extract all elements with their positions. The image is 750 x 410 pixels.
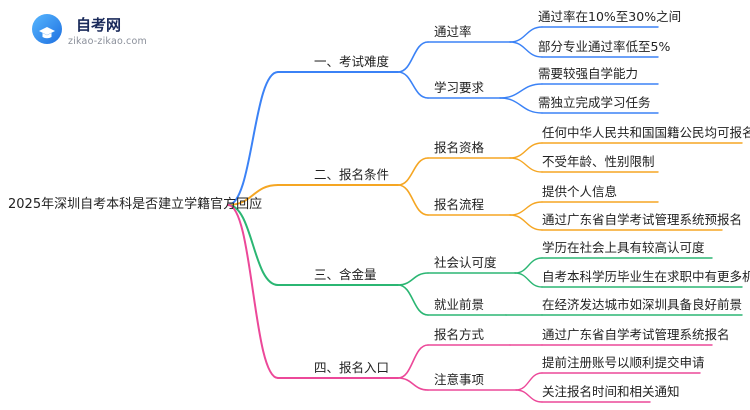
branch-1-child-1-label: 通过率 bbox=[434, 24, 472, 39]
branch-1-child-1-leaf-2: 部分专业通过率低至5% bbox=[538, 39, 671, 54]
branch-4-label: 四、报名入口 bbox=[314, 360, 390, 375]
branch-1-child-1-leaf-1: 通过率在10%至30%之间 bbox=[538, 9, 682, 24]
connector-branch-3-child-2 bbox=[397, 284, 429, 316]
branch-1-child-2-leaf-2: 需独立完成学习任务 bbox=[538, 95, 651, 110]
branch-2-child-1-leaf-1: 任何中华人民共和国国籍公民均可报名 bbox=[542, 125, 750, 140]
connector-root-branch-1 bbox=[227, 71, 279, 206]
site-logo: 自考网 zikao-zikao.com bbox=[32, 10, 192, 54]
connector-branch-2-child-1 bbox=[397, 157, 429, 186]
connector-branch-3-child-1-leaf-2 bbox=[514, 272, 543, 288]
connector-branch-1-child-1-leaf-2 bbox=[509, 41, 543, 58]
connector-branch-2-child-2 bbox=[397, 184, 429, 216]
branch-3-label: 三、含金量 bbox=[314, 267, 377, 282]
branch-3-child-2-leaf-1: 在经济发达城市如深圳具备良好前景 bbox=[542, 297, 743, 312]
branch-3-child-1-label: 社会认可度 bbox=[434, 255, 497, 270]
branch-3-child-2-label: 就业前景 bbox=[434, 297, 485, 312]
branch-3-child-1-leaf-2: 自考本科学历毕业生在求职中有更多机会 bbox=[542, 269, 750, 284]
connector-root-branch-3 bbox=[227, 204, 279, 286]
connector-branch-4-child-2 bbox=[397, 377, 429, 391]
branch-2-child-1-leaf-2: 不受年龄、性别限制 bbox=[542, 154, 655, 169]
connector-root-branch-2 bbox=[227, 184, 279, 206]
connector-branch-2-child-1-leaf-2 bbox=[509, 157, 543, 173]
connector-branch-2-child-2-leaf-2 bbox=[509, 214, 543, 231]
branch-2-child-1-label: 报名资格 bbox=[434, 140, 485, 155]
branch-2-child-2-leaf-2: 通过广东省自学考试管理系统预报名 bbox=[542, 212, 743, 227]
branch-1-label: 一、考试难度 bbox=[314, 54, 390, 69]
branch-4-child-2-label: 注意事项 bbox=[434, 372, 485, 387]
branch-3-child-1-leaf-1: 学历在社会上具有较高认可度 bbox=[542, 240, 705, 255]
root-node: 2025年深圳自考本科是否建立学籍官方回应 bbox=[8, 197, 263, 212]
connector-branch-4-child-1 bbox=[397, 344, 429, 379]
branch-4-child-1-label: 报名方式 bbox=[434, 327, 485, 342]
branch-1-child-2-label: 学习要求 bbox=[434, 80, 485, 95]
connector-branch-1-child-2 bbox=[397, 71, 429, 99]
graduation-cap-icon bbox=[32, 14, 62, 44]
logo-url: zikao-zikao.com bbox=[68, 36, 147, 47]
connector-branch-3-child-1 bbox=[397, 272, 429, 286]
connector-branch-1-child-1-leaf-1 bbox=[509, 26, 543, 43]
branch-2-label: 二、报名条件 bbox=[314, 167, 390, 182]
connector-branch-4-child-2-leaf-2 bbox=[515, 389, 543, 403]
logo-title: 自考网 bbox=[76, 16, 122, 34]
connector-branch-1-child-1 bbox=[397, 41, 429, 73]
branch-2-child-2-leaf-1: 提供个人信息 bbox=[542, 184, 618, 199]
branch-4-child-2-leaf-2: 关注报名时间和相关通知 bbox=[542, 384, 680, 399]
connector-branch-4-child-2-leaf-1 bbox=[515, 372, 543, 391]
branch-1-child-2-leaf-1: 需要较强自学能力 bbox=[538, 66, 639, 81]
connector-branch-1-child-2-leaf-2 bbox=[499, 97, 543, 114]
branch-4-child-2-leaf-1: 提前注册账号以顺利提交申请 bbox=[542, 355, 705, 370]
branch-4-child-1-leaf-1: 通过广东省自学考试管理系统报名 bbox=[542, 327, 730, 342]
connector-root-branch-4 bbox=[227, 204, 279, 379]
branch-2-child-2-label: 报名流程 bbox=[434, 197, 485, 212]
